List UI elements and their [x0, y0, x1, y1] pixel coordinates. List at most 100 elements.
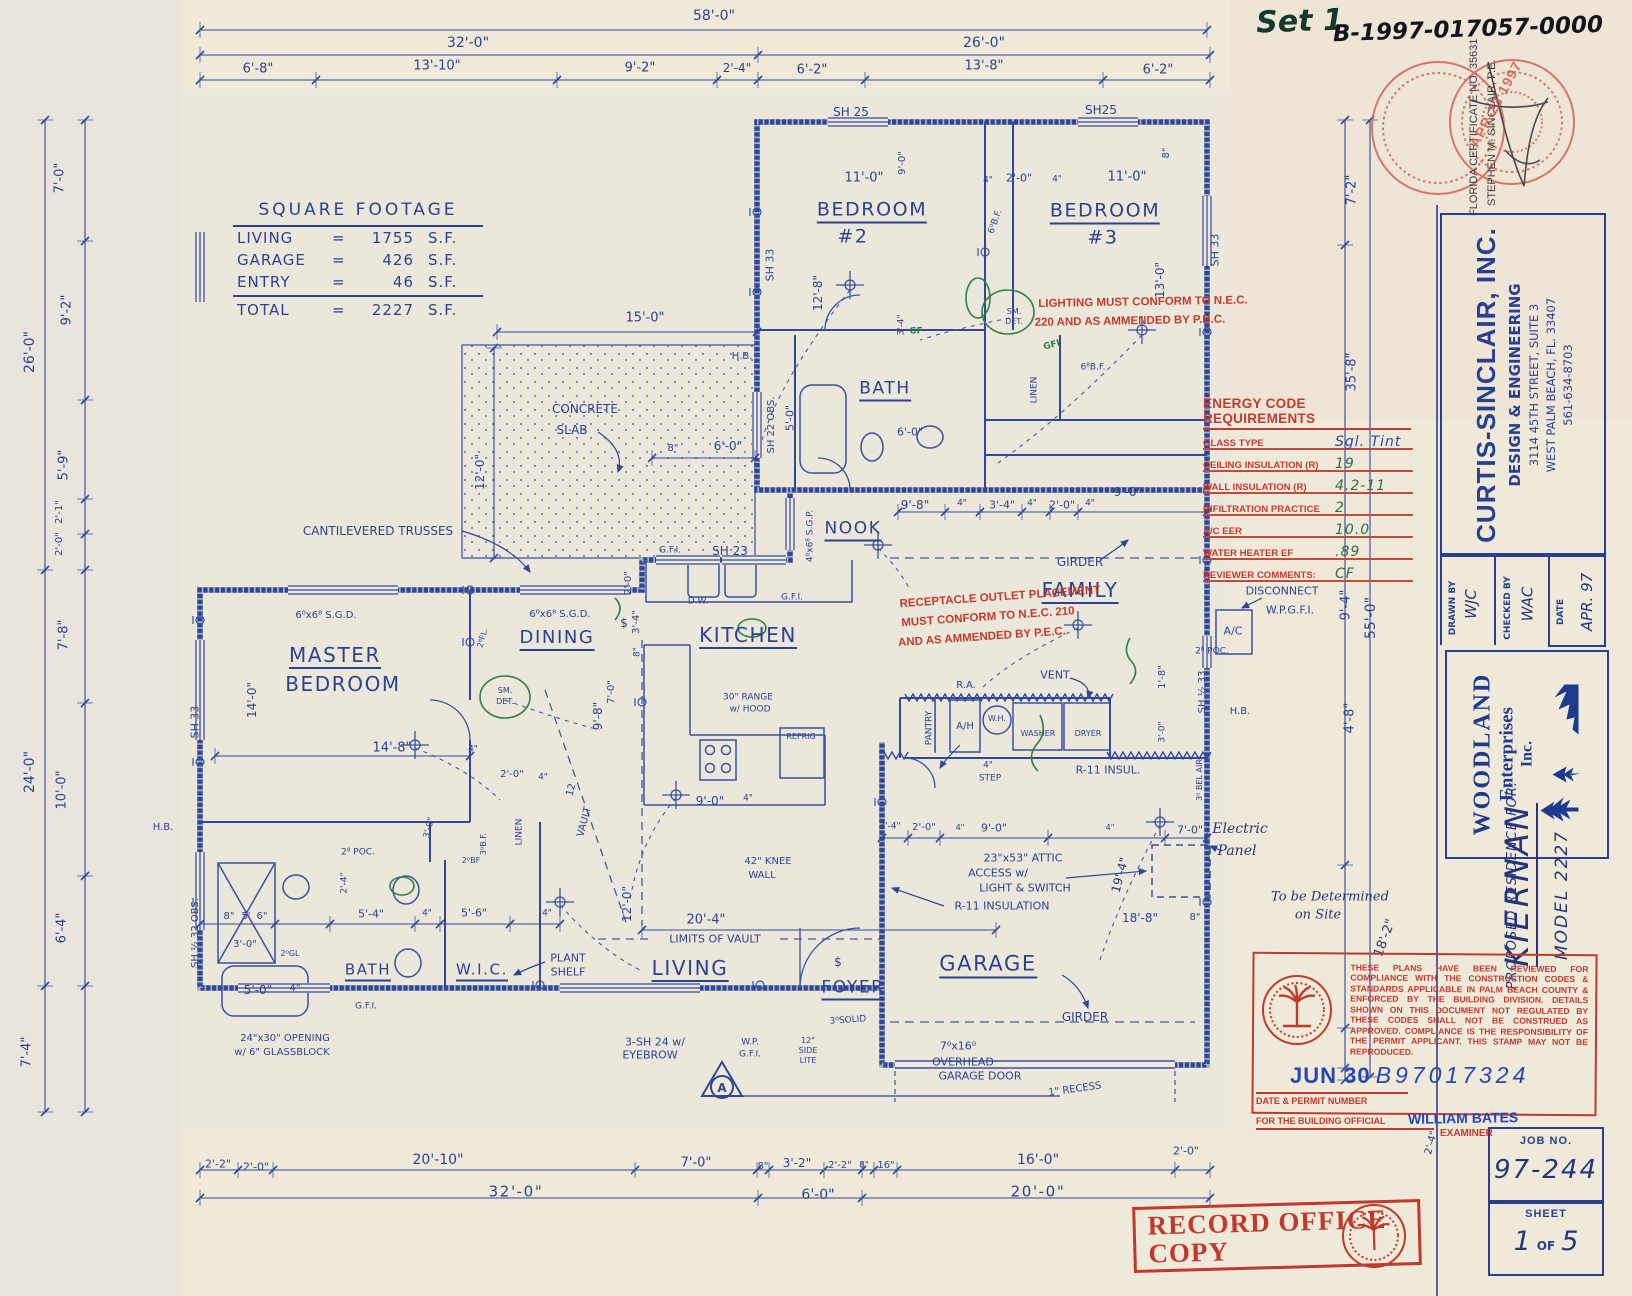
plan-label: 24'-0" — [22, 750, 38, 794]
plan-label: 32'-0" — [488, 1182, 544, 1201]
exterior-walls — [197, 119, 1210, 1068]
plan-label: FOYER — [821, 979, 885, 1001]
plan-label: SH ½ 33 — [1197, 670, 1208, 714]
plan-label: 9'-8" — [591, 701, 605, 731]
plan-label: 6⁸B.F. — [1080, 362, 1106, 373]
plan-label: A/C — [1223, 624, 1243, 638]
plan-label: 5'-4" — [357, 907, 385, 921]
plan-label: 4" — [983, 760, 993, 771]
plan-label: w/ HOOD — [729, 704, 771, 715]
window-symbols — [195, 117, 1212, 993]
plan-label: $ — [620, 616, 628, 630]
builder-trees-logo — [1540, 684, 1581, 822]
plan-label: 2⁸ POC. — [1195, 646, 1229, 657]
plan-label: 13'-0" — [1153, 261, 1167, 299]
date-permit-label: DATE & PERMIT NUMBER — [1256, 1096, 1368, 1106]
plan-label: 3'-0" — [1157, 721, 1168, 743]
sheet-of: OF — [1536, 1239, 1556, 1253]
plan-label: 4" — [1105, 823, 1115, 832]
plan-label: 10'-0" — [54, 770, 70, 810]
plan-label: 3'-4" — [879, 821, 901, 832]
builder-logo-box: WOODLAND Enterprises Inc. — [1445, 650, 1609, 859]
plan-label: H.B. — [152, 822, 174, 833]
company-address2: WEST PALM BEACH, FL. 33407 — [1544, 297, 1558, 473]
kitchen-counters — [643, 560, 853, 806]
plan-label: 2'-0" — [912, 822, 936, 833]
plan-label: SH 23 — [712, 544, 748, 558]
plan-label: 2'-2" — [204, 1157, 232, 1171]
plan-label: LIVING — [651, 956, 729, 982]
plan-label: 7'-8" — [56, 619, 72, 651]
plan-label: 5'-9" — [56, 449, 72, 481]
company-address1: 3114 45TH STREET, SUITE 3 — [1527, 303, 1541, 467]
plan-label: 6'-0" — [713, 439, 743, 453]
plan-label: 2'-0" — [54, 532, 65, 556]
titleblock-company-box: CURTIS-SINCLAIR, INC. DESIGN & ENGINEERI… — [1440, 213, 1606, 557]
plan-label: R-11 INSULATION — [954, 899, 1050, 913]
drawn-by-value: WJC — [1461, 589, 1480, 619]
plan-label: 35'-8" — [1344, 352, 1360, 392]
plan-label: 4" — [1085, 498, 1095, 509]
plan-label: DET. — [496, 697, 514, 706]
plan-label: 9'-2" — [59, 294, 75, 326]
energy-code-row: WALL INSULATION (R)4.2-11 — [1203, 474, 1413, 496]
stamp-rule — [1256, 1092, 1408, 1094]
job-number-label: JOB NO. — [1519, 1135, 1573, 1147]
plan-label: 16'-0" — [1016, 1152, 1060, 1168]
plan-label: 2'-2" — [828, 1160, 852, 1171]
plan-label: DRYER — [1074, 729, 1102, 738]
plan-label: 2'-1" — [54, 500, 65, 524]
energy-code-row: WATER HEATER EF.89 — [1203, 540, 1413, 562]
review-stamp-text: THESE PLANS HAVE BEEN REVIEWED FOR COMPL… — [1349, 962, 1589, 1057]
plan-label: 3'-2" — [782, 1156, 812, 1170]
plan-label: 5'-6" — [460, 906, 488, 920]
county-seal-review — [1262, 975, 1332, 1045]
energy-row-line — [1203, 536, 1413, 538]
plan-label: OVERHEAD — [932, 1055, 994, 1069]
plan-label: 15'-0" — [625, 310, 665, 326]
energy-row-line — [1203, 448, 1413, 450]
checked-by-cell: CHECKED BY WAC — [1494, 553, 1550, 645]
plan-label: BATH — [859, 380, 911, 402]
plan-label: 32'-0" — [446, 35, 490, 51]
plan-label: 2⁰BF — [461, 856, 481, 865]
plan-label: 12" — [801, 1036, 815, 1045]
plan-label: 6'-2" — [796, 62, 828, 78]
plan-label: LIMITS OF VAULT — [669, 932, 761, 946]
plan-label: 12'-0" — [620, 885, 634, 923]
plan-label: Electric — [1212, 821, 1268, 837]
section-marker-letter: A — [717, 1081, 727, 1095]
plan-label: 6" — [256, 911, 268, 922]
plan-label: 13'-8" — [964, 58, 1004, 74]
plan-label: LINEN — [514, 818, 525, 846]
sheet-number: 1 — [1513, 1226, 1531, 1257]
plan-label: BEDROOM — [1049, 201, 1161, 225]
building-official-label: FOR THE BUILDING OFFICIAL — [1256, 1116, 1386, 1126]
plan-label: SLAB — [556, 423, 588, 437]
plan-label: 2⁸ POC. — [341, 847, 375, 858]
dimension-lines — [37, 22, 1378, 1206]
plan-label: 20'-4" — [686, 912, 726, 928]
plan-label: 3'-0" — [233, 939, 257, 950]
plan-label: G.F.I. — [739, 1049, 761, 1060]
permit-date: JUN 30 — [1290, 1063, 1371, 1088]
plan-label: 2⁰GL — [280, 949, 300, 958]
ceiling-fan-symbols — [401, 271, 1174, 916]
plan-label: R.A. — [956, 680, 976, 691]
plan-label: SH 33 — [188, 705, 202, 739]
plan-label: 12'-8" — [811, 274, 825, 312]
plan-label: BEDROOM — [816, 200, 928, 224]
plan-label: #3 — [1087, 226, 1119, 249]
plan-label: W.H. — [988, 714, 1006, 723]
door-arcs — [429, 294, 936, 989]
plan-label: 20'-0" — [1010, 1182, 1066, 1201]
plan-label: SH ½ 32 OBS. — [190, 898, 201, 968]
plan-label: 3-SH 24 w/ — [625, 1035, 685, 1049]
energy-row-label: WATER HEATER EF — [1203, 548, 1294, 559]
